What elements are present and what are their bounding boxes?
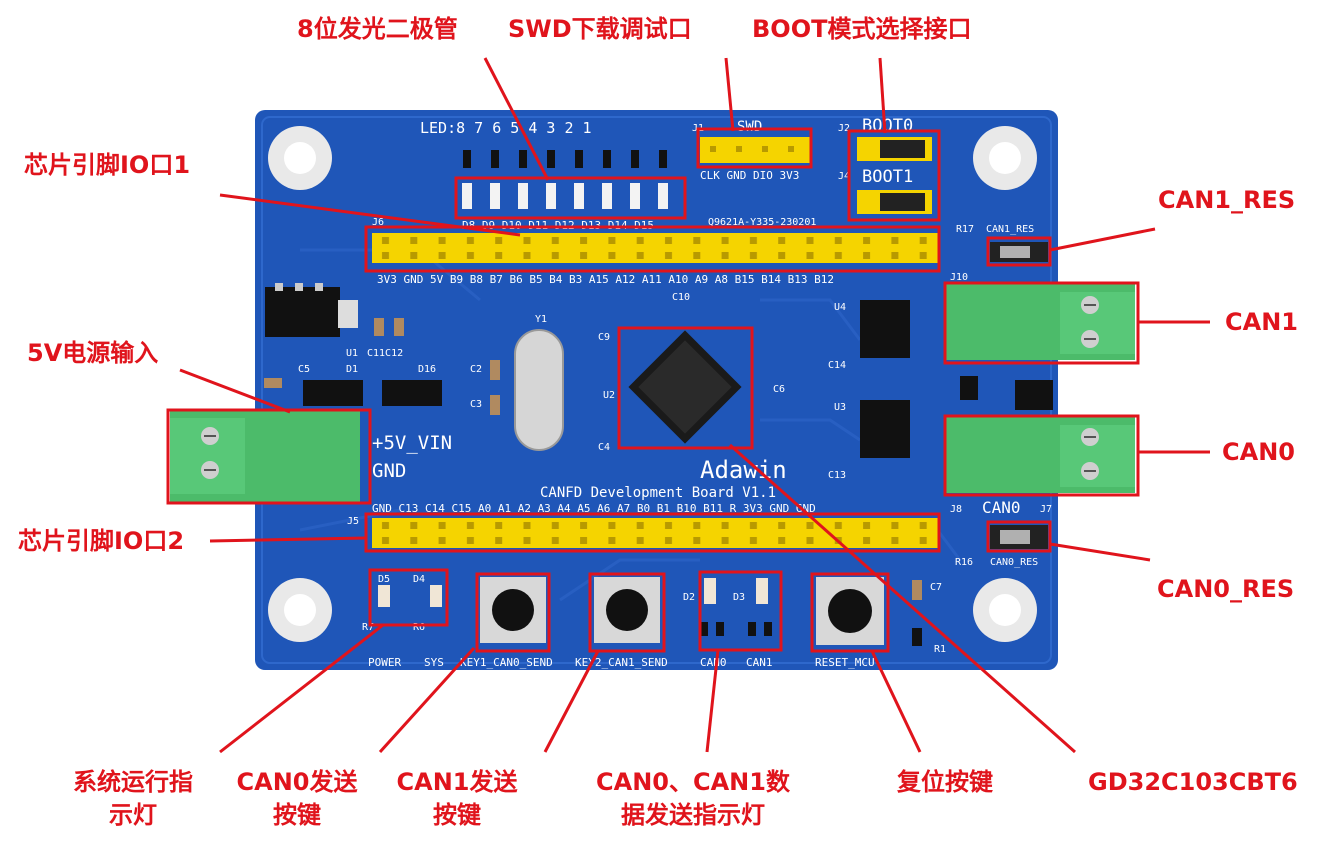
silk-c3: C3 <box>470 399 482 410</box>
silk-d16: D16 <box>418 364 436 375</box>
key1-button <box>480 577 546 643</box>
silk-key2: KEY2_CAN1_SEND <box>575 656 668 669</box>
swd-header <box>700 137 810 163</box>
highlight-boxes <box>166 127 1140 653</box>
voltage-regulator <box>265 283 358 337</box>
silk-r1: R1 <box>934 644 946 655</box>
silk-j6: J6 <box>372 217 384 228</box>
silk-j9: J9 <box>1068 272 1080 283</box>
silk-j10: J10 <box>950 272 968 283</box>
diode-d1 <box>303 380 363 406</box>
silk-sys: SYS <box>424 656 444 669</box>
silk-c4: C4 <box>598 442 610 453</box>
callout-reset-key: 复位按键 <box>897 768 993 796</box>
silk-d3: D3 <box>733 592 745 603</box>
silk-y1: Y1 <box>535 314 547 325</box>
silk-part-no: Q9621A-Y335-230201 <box>708 217 816 228</box>
power-input-terminal <box>170 410 360 502</box>
callout-led-array: 8位发光二极管 <box>297 15 458 43</box>
silk-j7: J7 <box>1040 504 1052 515</box>
silk-swd-title: SWD <box>737 119 762 135</box>
callout-can1-key-line2: 按键 <box>433 801 481 829</box>
callout-swd-port: SWD下载调试口 <box>508 15 692 43</box>
boot-jumpers <box>857 137 932 214</box>
silk-u1: U1 <box>346 348 358 359</box>
callout-io-header-1: 芯片引脚IO口1 <box>24 151 191 179</box>
silk-c2: C2 <box>470 364 482 375</box>
silk-j5: J5 <box>347 516 359 527</box>
callout-can1: CAN1 <box>1225 308 1298 336</box>
callout-lines <box>179 57 1210 754</box>
silk-led-header: LED:8 7 6 5 4 3 2 1 <box>420 119 592 137</box>
callout-boot-jumpers: BOOT模式选择接口 <box>752 15 972 43</box>
silk-r7: R7 <box>362 622 374 633</box>
silk-can0-res-silk: CAN0_RES <box>990 557 1038 568</box>
silk-u2: U2 <box>603 390 615 401</box>
io-header-2 <box>372 518 938 548</box>
silk-c13: C13 <box>828 470 846 481</box>
callout-can0: CAN0 <box>1222 438 1295 466</box>
can1-terminal <box>945 284 1135 360</box>
silk-io2-pins: GND C13 C14 C15 A0 A1 A2 A3 A4 A5 A6 A7 … <box>372 502 816 515</box>
led-array <box>462 183 668 209</box>
silk-u4: U4 <box>834 302 846 313</box>
silk-io1-pins: 3V3 GND 5V B9 B8 B7 B6 B5 B4 B3 A15 A12 … <box>377 273 834 286</box>
silk-swd-pins: CLK GND DIO 3V3 <box>700 169 799 182</box>
silk-d1: D1 <box>346 364 358 375</box>
callout-mcu: GD32C103CBT6 <box>1088 768 1298 796</box>
callout-can-leds-line2: 据发送指示灯 <box>621 801 765 829</box>
silk-vin: +5V_VIN <box>372 432 452 454</box>
silk-d5: D5 <box>378 574 390 585</box>
can-transceiver-u3 <box>860 400 910 458</box>
callout-can-leds-line1: CAN0、CAN1数 <box>596 768 790 796</box>
callout-can0-key-line2: 按键 <box>273 801 321 829</box>
silk-j2: J2 <box>838 123 850 134</box>
crystal-y1 <box>514 329 564 451</box>
silk-c11c12: C11C12 <box>367 348 403 359</box>
silk-board-name: CANFD Development Board V1.1 <box>540 485 776 501</box>
silk-gnd: GND <box>372 460 406 482</box>
io-header-1 <box>372 233 938 263</box>
callout-can0-res: CAN0_RES <box>1157 575 1295 603</box>
silk-d4: D4 <box>413 574 425 585</box>
silk-d2: D2 <box>683 592 695 603</box>
silk-c10: C10 <box>672 292 690 303</box>
callout-power-input: 5V电源输入 <box>27 339 159 367</box>
key2-button <box>594 577 660 643</box>
can-transceiver-u4 <box>860 300 910 358</box>
diode-d16 <box>382 380 442 406</box>
silk-j8: J8 <box>950 504 962 515</box>
silk-c14: C14 <box>828 360 846 371</box>
reset-button <box>816 577 884 645</box>
silk-power: POWER <box>368 656 401 669</box>
led-resistors <box>463 150 667 168</box>
silk-c9: C9 <box>598 332 610 343</box>
silk-r16: R16 <box>955 557 973 568</box>
silk-c6: C6 <box>773 384 785 395</box>
silk-can0-silk: CAN0 <box>982 498 1021 517</box>
silk-boot0: BOOT0 <box>862 116 913 136</box>
silk-c5: C5 <box>298 364 310 375</box>
callout-io-header-2: 芯片引脚IO口2 <box>18 527 185 555</box>
silk-reset-mcu: RESET_MCU <box>815 656 875 669</box>
silk-can1-led: CAN1 <box>746 656 773 669</box>
can0-terminal <box>945 417 1135 493</box>
silk-j4: J4 <box>838 171 850 182</box>
silk-c7: C7 <box>930 582 942 593</box>
mounting-holes <box>268 126 1037 642</box>
callout-system-led-line1: 系统运行指 <box>73 768 193 796</box>
silk-r6: R6 <box>413 622 425 633</box>
silk-can1-res-silk: CAN1_RES <box>986 224 1034 235</box>
callout-can1-key-line1: CAN1发送 <box>396 768 518 796</box>
silk-u3: U3 <box>834 402 846 413</box>
silk-brand: Adawin <box>700 456 787 484</box>
callout-can0-key-line1: CAN0发送 <box>236 768 358 796</box>
callout-can1-res: CAN1_RES <box>1158 186 1296 214</box>
callout-system-led-line2: 示灯 <box>109 801 157 829</box>
silk-key1: KEY1_CAN0_SEND <box>460 656 553 669</box>
silk-boot1: BOOT1 <box>862 167 913 187</box>
silk-r17: R17 <box>956 224 974 235</box>
silk-can0-led: CAN0 <box>700 656 727 669</box>
